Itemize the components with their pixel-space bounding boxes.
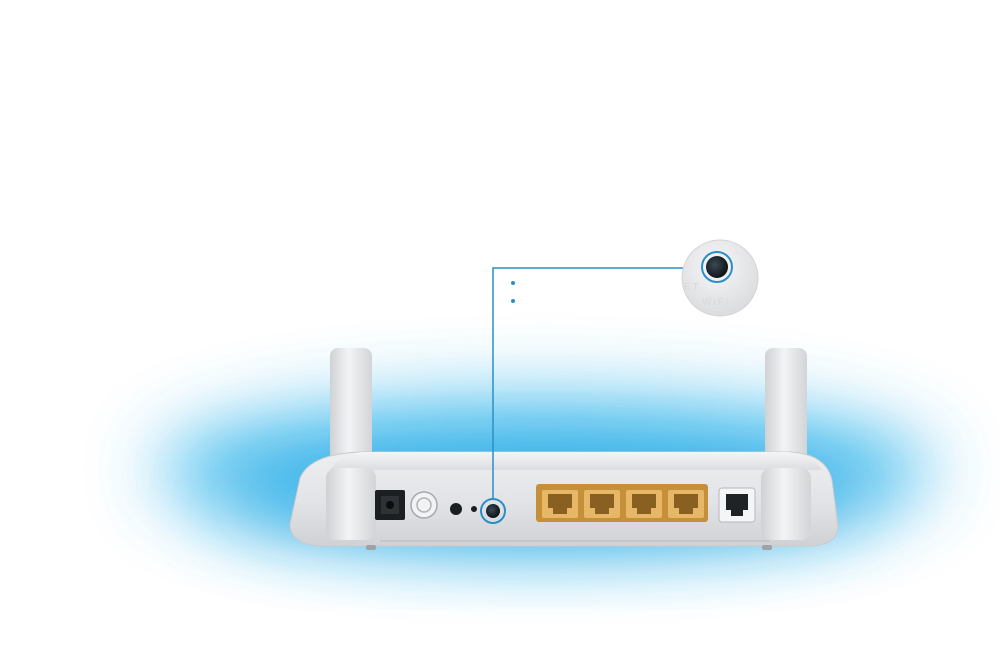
- zoom-label-line1: ET: [684, 282, 701, 293]
- reset-button-icon: [450, 503, 462, 515]
- power-button-icon: [410, 491, 438, 519]
- lan-port-icon: [668, 490, 704, 518]
- left-antenna-base: [326, 468, 376, 540]
- zoom-magnifier: [681, 239, 759, 317]
- callout-bullet: [511, 281, 515, 285]
- right-antenna-base: [761, 468, 811, 540]
- lan-port-icon: [542, 490, 578, 518]
- power-jack-icon: [375, 490, 405, 520]
- callout-bullet: [511, 299, 515, 303]
- lan-port-icon: [584, 490, 620, 518]
- lan-port-group: [536, 484, 708, 522]
- callout-line: [492, 267, 702, 499]
- vent-row: [380, 540, 770, 542]
- indicator-hole: [471, 506, 477, 512]
- lan-port-icon: [626, 490, 662, 518]
- phone-line-port-icon: [718, 487, 756, 523]
- zoom-label-line2: WiFi: [702, 297, 730, 308]
